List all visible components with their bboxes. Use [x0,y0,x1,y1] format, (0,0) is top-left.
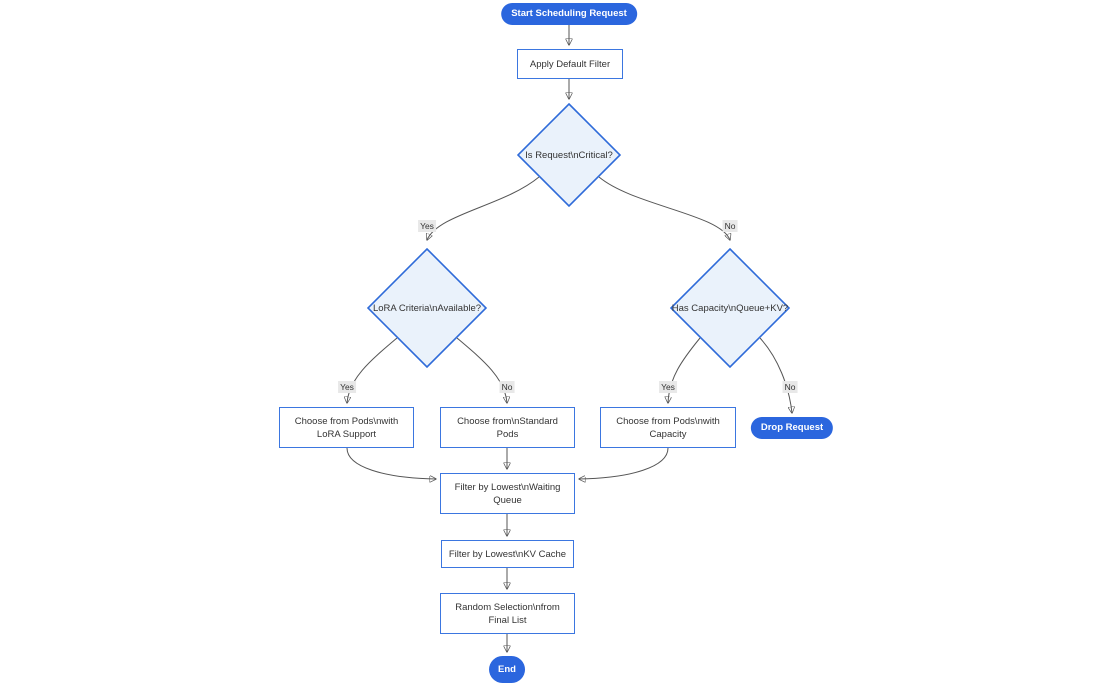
edge-choose-lora-to-filter-waiting [346,447,436,479]
edge-capacity-no-to-drop-request [759,337,792,413]
edge-label-critical-no: No [722,220,738,232]
random-selection-node: Random Selection\nfrom Final List [440,593,575,634]
lora-criteria-available-decision: LoRA Criteria\nAvailable? [367,248,487,368]
end-node-label: End [498,664,516,675]
edge-capacity-yes-to-choose-capacity-pods [668,337,701,403]
filter-kv-cache-node: Filter by Lowest\nKV Cache [441,540,574,568]
edge-lora-yes-to-choose-lora-pods [347,337,398,403]
diamond-shape [367,248,487,368]
edge-label-critical-yes: Yes [418,220,436,232]
edge-is-critical-yes-to-lora [427,176,540,240]
edge-label-lora-yes: Yes [338,381,356,393]
edge-label-capacity-no: No [782,381,798,393]
filter-waiting-queue-node: Filter by Lowest\nWaiting Queue [440,473,575,514]
drop-request-node: Drop Request [750,417,834,439]
filter-waiting-queue-label: Filter by Lowest\nWaiting Queue [454,481,561,506]
edge-choose-capacity-to-filter-waiting [579,447,669,479]
end-node: End [489,656,525,683]
is-request-critical-decision: Is Request\nCritical? [517,103,621,207]
edge-lora-no-to-choose-standard-pods [456,337,507,403]
choose-lora-pods-label: Choose from Pods\nwith LoRA Support [294,415,399,440]
random-selection-label: Random Selection\nfrom Final List [455,601,560,626]
has-capacity-decision: Has Capacity\nQueue+KV? [670,248,790,368]
choose-capacity-pods-node: Choose from Pods\nwith Capacity [600,407,736,448]
choose-standard-pods-node: Choose from\nStandard Pods [440,407,575,448]
edge-label-capacity-yes: Yes [659,381,677,393]
diamond-shape [670,248,790,368]
drop-request-label: Drop Request [760,422,824,433]
edge-label-lora-no: No [499,381,515,393]
choose-standard-pods-label: Choose from\nStandard Pods [457,415,558,440]
has-capacity-label: Has Capacity\nQueue+KV? [671,302,789,314]
diamond-shape [517,103,621,207]
apply-default-filter-node: Apply Default Filter [517,49,623,79]
start-node: Start Scheduling Request [501,3,637,25]
apply-default-filter-label: Apply Default Filter [529,58,611,70]
is-request-critical-label: Is Request\nCritical? [525,149,613,161]
lora-criteria-available-label: LoRA Criteria\nAvailable? [372,302,482,314]
start-node-label: Start Scheduling Request [511,8,627,19]
choose-lora-pods-node: Choose from Pods\nwith LoRA Support [279,407,414,448]
filter-kv-cache-label: Filter by Lowest\nKV Cache [448,548,567,560]
choose-capacity-pods-label: Choose from Pods\nwith Capacity [616,415,720,440]
